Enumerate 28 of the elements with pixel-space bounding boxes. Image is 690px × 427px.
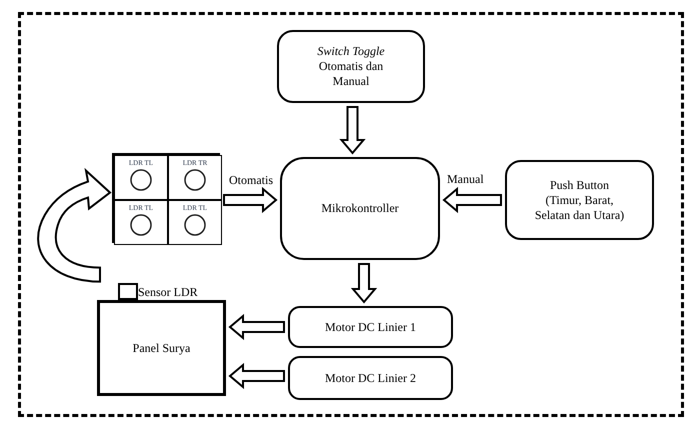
edge-label: Manual <box>447 172 484 186</box>
process-box <box>505 160 654 240</box>
sensor-cell <box>168 200 222 245</box>
process-box <box>280 157 440 260</box>
sensor-grid <box>112 153 220 243</box>
node-caption: Sensor LDR <box>138 285 198 299</box>
process-box <box>288 356 453 400</box>
node-text: Mikrokontroller <box>321 201 399 216</box>
block-arrow <box>228 314 285 340</box>
edge-label: Otomatis <box>229 173 273 187</box>
node-text: Push Button (Timur, Barat, Selatan dan Utara) <box>534 178 626 222</box>
node-text: Motor DC Linier 2 <box>325 370 416 386</box>
node-text: Switch Toggle Otomatis dan Manual <box>316 44 386 89</box>
node-text: Panel Surya <box>132 340 190 356</box>
process-box <box>277 30 425 103</box>
block-arrow <box>339 106 366 155</box>
block-arrow <box>223 186 278 214</box>
sensor-cell <box>114 155 168 200</box>
block-arrow <box>37 170 111 283</box>
block-arrow <box>350 263 378 304</box>
panel-box <box>97 300 226 396</box>
sensor-cell <box>168 155 222 200</box>
block-arrow <box>442 186 502 214</box>
process-box <box>288 306 453 348</box>
block-arrow <box>228 362 285 390</box>
sensor-box <box>118 283 138 300</box>
sensor-cell <box>114 200 168 245</box>
node-text: Motor DC Linier 1 <box>325 320 416 334</box>
